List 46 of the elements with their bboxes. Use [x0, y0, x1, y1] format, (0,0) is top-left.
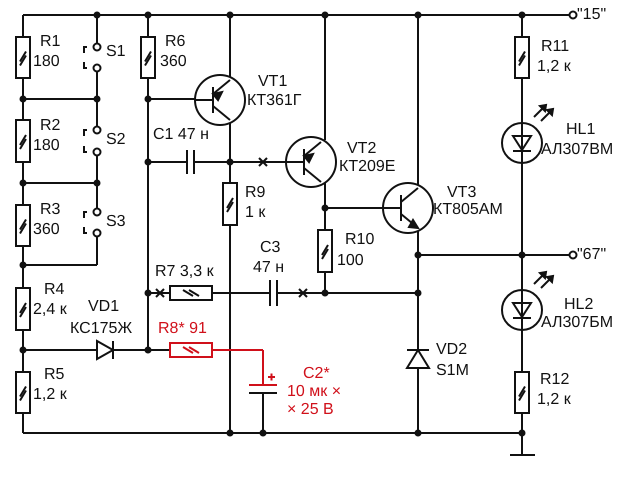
- component-designator: R6: [165, 33, 186, 51]
- component-designator: VT3: [447, 184, 476, 202]
- component-designator: C3: [260, 239, 280, 257]
- component-value: 360: [33, 221, 60, 239]
- component-designator: HL1: [566, 121, 596, 139]
- component-designator: VD2: [436, 341, 468, 359]
- terminal-label: "67": [577, 246, 606, 264]
- component-designator: S1: [106, 43, 126, 61]
- component-designator: R10: [345, 231, 374, 249]
- component-designator: R1: [40, 33, 60, 51]
- component-designator: R11: [541, 38, 570, 56]
- component-value: S1M: [436, 362, 469, 380]
- component-value: КТ209Е: [339, 158, 396, 176]
- component-value: КТ361Г: [247, 92, 302, 110]
- component-designator: R5: [44, 366, 64, 384]
- component-designator: VD1: [88, 298, 120, 316]
- component-designator: R4: [44, 281, 64, 299]
- component-designator: VT2: [347, 140, 376, 158]
- terminal-label: "15": [577, 6, 606, 24]
- component-designator: R3: [40, 201, 60, 219]
- component-value: R8* 91: [158, 320, 207, 338]
- component-designator: VT1: [258, 73, 288, 91]
- component-value: КТ805АМ: [433, 201, 503, 219]
- component-value: R7 3,3 к: [155, 263, 214, 281]
- component-value: 1,2 к: [537, 391, 571, 409]
- component-designator: R9: [245, 184, 266, 202]
- component-value: 1,2 к: [537, 58, 571, 76]
- component-designator: R12: [540, 371, 570, 389]
- component-value: АЛ307ВМ: [541, 141, 614, 159]
- component-value: 2,4 к: [33, 301, 67, 319]
- component-value: АЛ307БМ: [541, 314, 614, 332]
- component-value: 360: [160, 53, 187, 71]
- component-designator: S3: [106, 213, 126, 231]
- component-value: КС175Ж: [70, 320, 132, 338]
- component-value: 10 мк × × 25 В: [287, 383, 342, 419]
- component-value: 100: [337, 252, 364, 270]
- component-value: 180: [33, 137, 60, 155]
- component-designator: HL2: [564, 296, 594, 314]
- component-designator: S2: [106, 131, 126, 149]
- component-value: 1 к: [245, 204, 266, 222]
- component-value: 1,2 к: [33, 386, 67, 404]
- component-designator: C2*: [303, 365, 330, 383]
- component-value: 180: [33, 53, 60, 71]
- component-value: 47 н: [253, 259, 284, 277]
- component-value: C1 47 н: [153, 126, 209, 144]
- component-designator: R2: [40, 117, 60, 135]
